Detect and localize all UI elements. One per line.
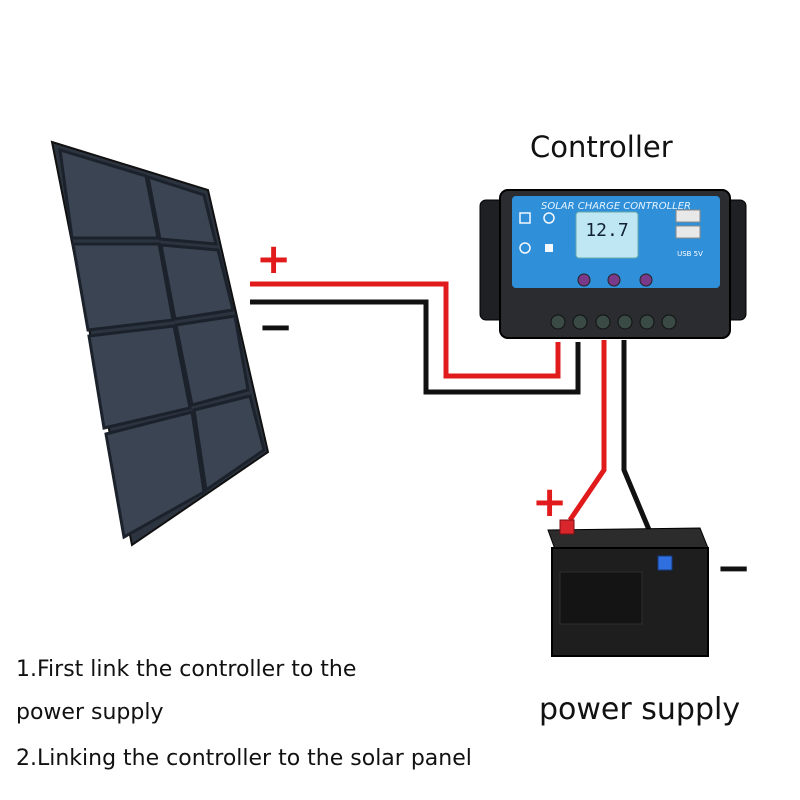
panel-positive-wire bbox=[250, 281, 561, 379]
controller-title: Controller bbox=[530, 130, 673, 164]
usb-label: USB 5V bbox=[677, 250, 703, 258]
instruction-step1-line2: power supply bbox=[16, 700, 164, 725]
lcd-display bbox=[575, 211, 639, 259]
controller-button-m[interactable] bbox=[577, 273, 591, 287]
battery-positive-terminal bbox=[559, 519, 575, 535]
battery-minus-sign: − bbox=[716, 543, 751, 592]
power-supply-label: power supply bbox=[539, 692, 741, 727]
battery-plus-sign: + bbox=[532, 477, 567, 526]
battery-negative-terminal bbox=[657, 555, 673, 571]
lcd-value: 12.7 bbox=[585, 220, 628, 241]
instruction-step2: 2.Linking the controller to the solar pa… bbox=[16, 746, 472, 771]
charge-controller: SOLAR CHARGE CONTROLLER 12.7 USB 5V bbox=[479, 189, 747, 339]
battery-positive-wire bbox=[567, 340, 607, 522]
controller-button-a[interactable] bbox=[607, 273, 621, 287]
battery-negative-wire bbox=[621, 340, 663, 557]
solar-panel bbox=[50, 140, 270, 547]
panel-minus-sign: − bbox=[258, 302, 293, 351]
controller-button-a-plus[interactable] bbox=[639, 273, 653, 287]
instruction-step1-line1: 1.First link the controller to the bbox=[16, 657, 357, 682]
panel-negative-wire bbox=[250, 299, 581, 395]
controller-panel-text: SOLAR CHARGE CONTROLLER bbox=[541, 201, 691, 212]
battery bbox=[547, 519, 709, 657]
panel-plus-sign: + bbox=[256, 234, 291, 283]
